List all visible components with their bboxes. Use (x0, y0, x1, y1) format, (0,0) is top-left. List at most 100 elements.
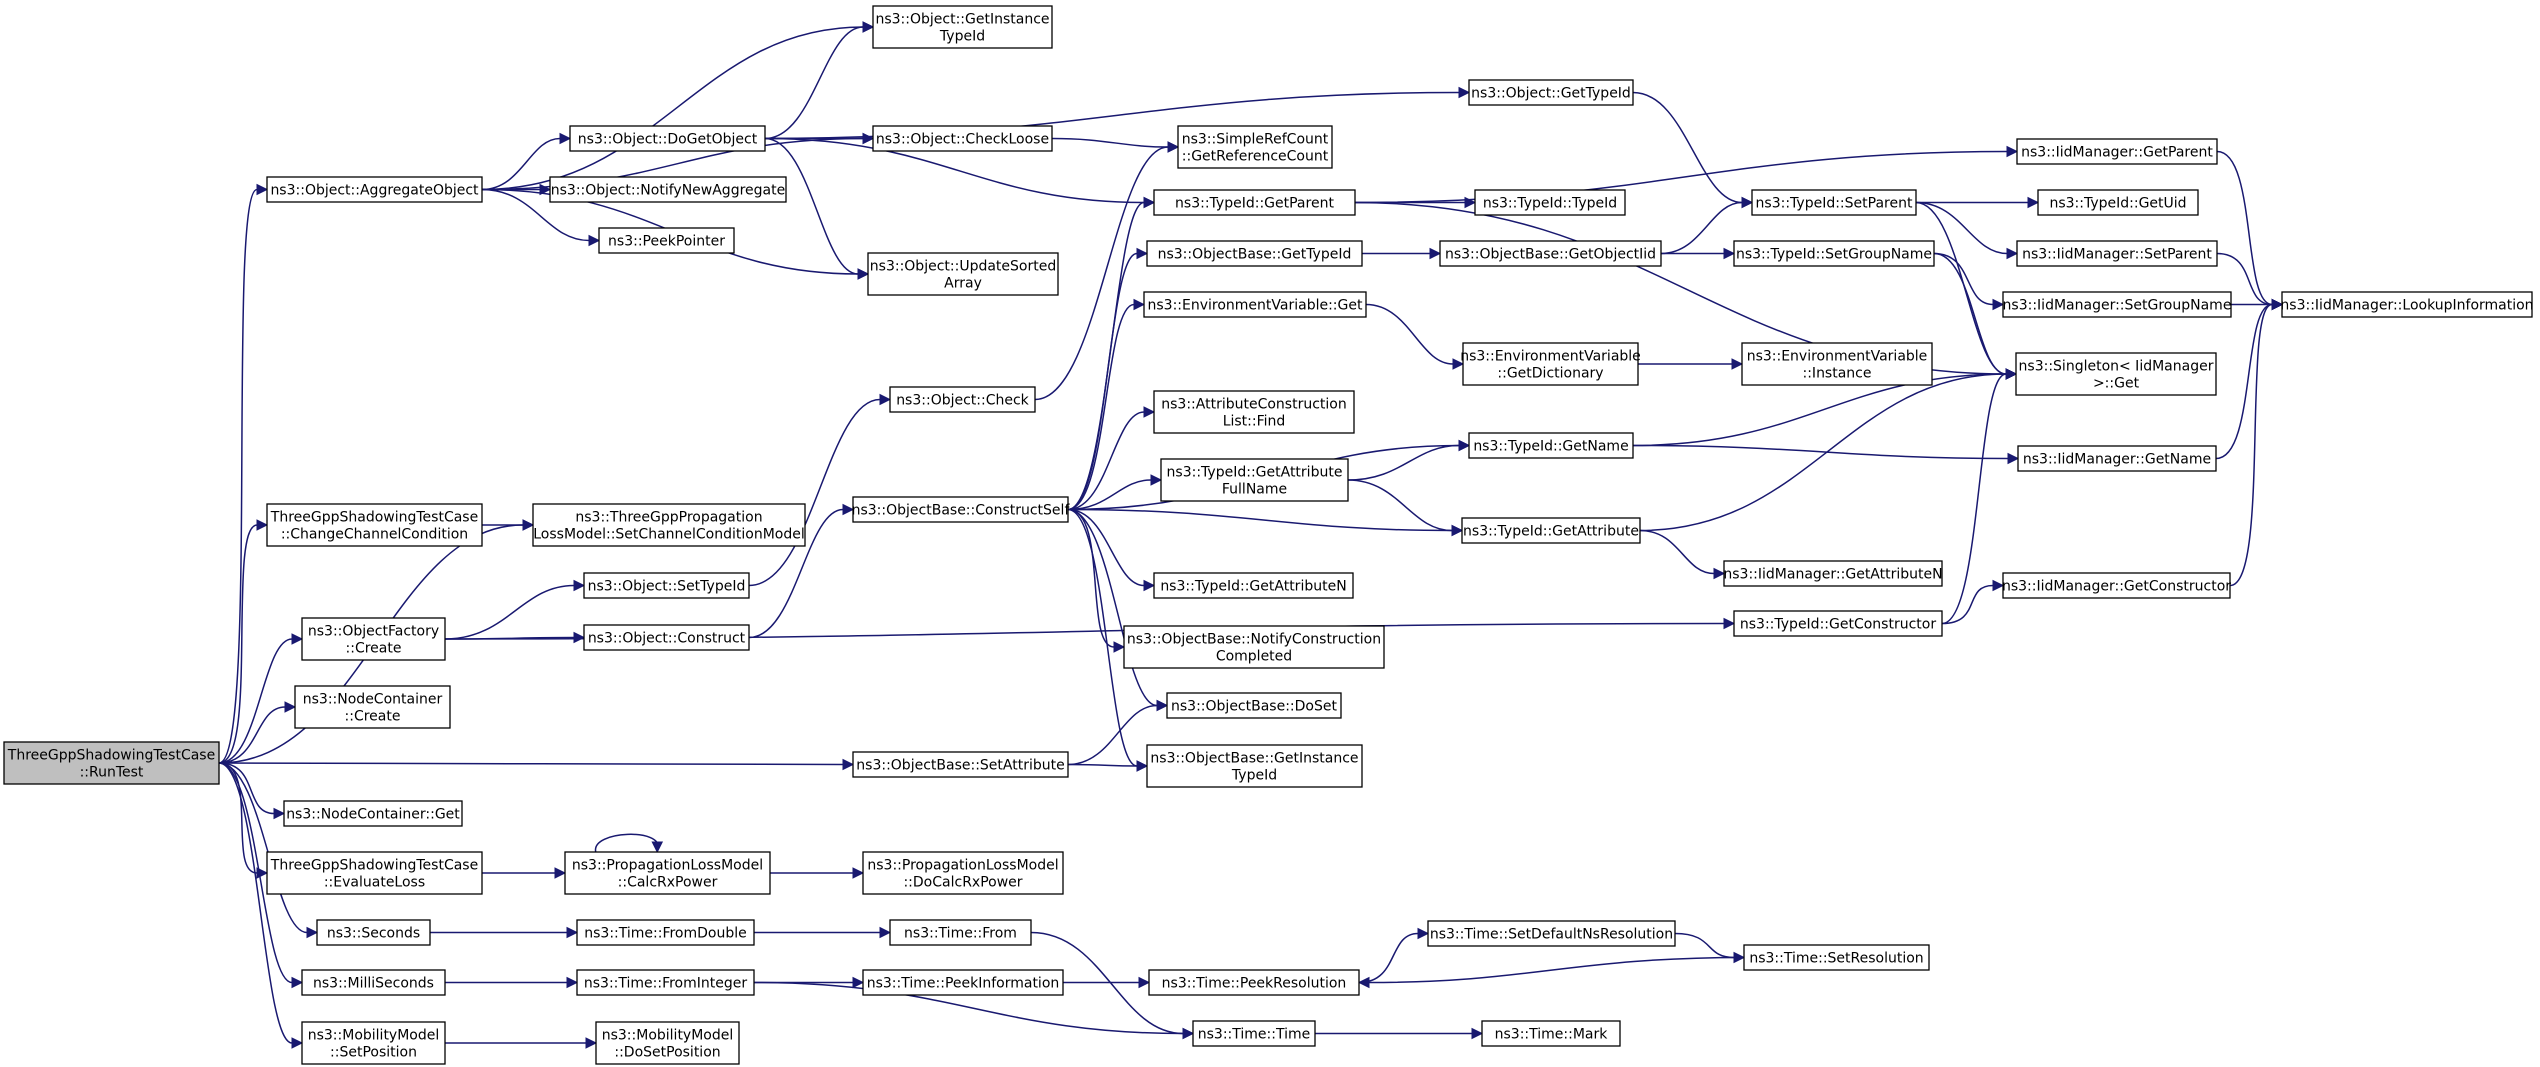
node-label: ns3::Time::From (904, 926, 1017, 942)
edge-arrowhead (1741, 196, 1754, 209)
node-envgetdict[interactable]: ns3::EnvironmentVariable::GetDictionary (1460, 342, 1641, 386)
node-objconstruct[interactable]: ns3::Object::Construct (583, 624, 750, 651)
node-label: ns3::ObjectBase::ConstructSelf (852, 503, 1071, 519)
node-dosetpos[interactable]: ns3::MobilityModel::DoSetPosition (595, 1021, 740, 1065)
edge-arrowhead (2006, 145, 2019, 158)
node-tidtypeid[interactable]: ns3::TypeId::TypeId (1474, 189, 1626, 216)
node-getattrn[interactable]: ns3::TypeId::GetAttributeN (1153, 572, 1354, 599)
node-nodecontcreate[interactable]: ns3::NodeContainer::Create (294, 685, 451, 729)
edge-tidgetparent-to-iidgetparent (1354, 145, 2019, 204)
node-timemark[interactable]: ns3::Time::Mark (1481, 1020, 1621, 1047)
node-checkloose[interactable]: ns3::Object::CheckLoose (872, 125, 1053, 152)
node-label: ns3::MobilityModel (308, 1028, 440, 1044)
node-timetime[interactable]: ns3::Time::Time (1192, 1020, 1316, 1047)
edge-line (218, 188, 258, 764)
node-label: ns3::TypeId::GetAttribute (1167, 465, 1343, 481)
node-iidsetgroup[interactable]: ns3::IidManager::SetGroupName (2002, 291, 2232, 318)
node-simplerefcount[interactable]: ns3::SimpleRefCount::GetReferenceCount (1177, 125, 1333, 169)
node-tidgetattr[interactable]: ns3::TypeId::GetAttribute (1461, 517, 1641, 544)
node-getobjectiid[interactable]: ns3::ObjectBase::GetObjectIid (1439, 240, 1662, 267)
node-envinstance[interactable]: ns3::EnvironmentVariable::Instance (1741, 342, 1933, 386)
node-tidgetname[interactable]: ns3::TypeId::GetName (1468, 432, 1634, 459)
node-tidgetparent[interactable]: ns3::TypeId::GetParent (1153, 189, 1356, 216)
edge-arrowhead (1723, 617, 1736, 630)
edge-constructself-to-getattrn (1067, 508, 1156, 592)
node-box (2002, 572, 2231, 599)
node-peekres[interactable]: ns3::Time::PeekResolution (1148, 969, 1360, 996)
node-milliseconds[interactable]: ns3::MilliSeconds (301, 969, 446, 996)
node-tidgetctor[interactable]: ns3::TypeId::GetConstructor (1733, 610, 1943, 637)
node-constructself[interactable]: ns3::ObjectBase::ConstructSelf (852, 496, 1071, 523)
edge-envget-to-envgetdict (1365, 303, 1465, 370)
node-peekinfo[interactable]: ns3::Time::PeekInformation (862, 969, 1064, 996)
node-nodecontget[interactable]: ns3::NodeContainer::Get (283, 800, 463, 827)
edge-arrowhead (857, 268, 870, 280)
node-iidgetparent[interactable]: ns3::IidManager::GetParent (2016, 138, 2218, 165)
node-iidgetattrn[interactable]: ns3::IidManager::GetAttributeN (1723, 560, 1943, 587)
node-tidsetgroup[interactable]: ns3::TypeId::SetGroupName (1733, 240, 1935, 267)
node-iidgetctor[interactable]: ns3::IidManager::GetConstructor (2002, 572, 2231, 599)
node-setresolution[interactable]: ns3::Time::SetResolution (1743, 944, 1930, 971)
node-dogetobject[interactable]: ns3::Object::DoGetObject (569, 125, 766, 152)
node-label: ns3::TypeId::GetUid (2049, 196, 2186, 212)
node-singletonget[interactable]: ns3::Singleton< IidManager >::Get (2015, 352, 2217, 396)
node-evalloss[interactable]: ThreeGppShadowingTestCase::EvaluateLoss (266, 851, 483, 895)
node-obgettid[interactable]: ns3::ObjectBase::GetTypeId (1146, 240, 1363, 267)
node-setdefaultns[interactable]: ns3::Time::SetDefaultNsResolution (1427, 920, 1676, 947)
node-label: ns3::Object::NotifyNewAggregate (551, 183, 785, 199)
node-peekpointer[interactable]: ns3::PeekPointer (598, 227, 735, 254)
node-label: ns3::Object::DoGetObject (578, 132, 758, 148)
node-label: ns3::NodeContainer (303, 692, 443, 708)
node-box (1160, 458, 1349, 502)
edge-dogetobject-to-objgettid (764, 86, 1471, 140)
node-timefrom[interactable]: ns3::Time::From (889, 919, 1032, 946)
edge-line (218, 762, 308, 934)
edge-objconstruct-to-constructself (748, 503, 855, 639)
edge-line (481, 137, 561, 191)
node-fromdouble[interactable]: ns3::Time::FromDouble (576, 919, 755, 946)
node-box (2002, 291, 2232, 318)
node-seconds[interactable]: ns3::Seconds (316, 919, 431, 946)
node-label: ::ChangeChannelCondition (281, 527, 468, 543)
node-calcrx[interactable]: ns3::PropagationLossModel::CalcRxPower (564, 851, 771, 895)
node-factorycreate[interactable]: ns3::ObjectFactory::Create (301, 617, 446, 661)
node-tidsetparent[interactable]: ns3::TypeId::SetParent (1751, 189, 1917, 216)
node-iidsetparent[interactable]: ns3::IidManager::SetParent (2016, 240, 2218, 267)
node-setattribute[interactable]: ns3::ObjectBase::SetAttribute (852, 751, 1069, 778)
edge-arrowhead (1713, 567, 1726, 580)
edges-layer (218, 21, 2284, 1049)
node-setchanmodel[interactable]: ns3::ThreeGppPropagationLossModel::SetCh… (532, 503, 806, 547)
node-lookupinfo[interactable]: ns3::IidManager::LookupInformation (2280, 291, 2534, 318)
node-box (1143, 291, 1367, 318)
node-aggregate[interactable]: ns3::Object::AggregateObject (266, 176, 483, 203)
node-objgettid[interactable]: ns3::Object::GetTypeId (1468, 79, 1634, 106)
node-label: ns3::ObjectBase::NotifyConstruction (1127, 632, 1381, 648)
node-doset[interactable]: ns3::ObjectBase::DoSet (1166, 692, 1342, 719)
node-box (1468, 432, 1634, 459)
node-label: ns3::Time::PeekResolution (1162, 976, 1347, 992)
node-notifynewagg[interactable]: ns3::Object::NotifyNewAggregate (549, 176, 787, 203)
node-changechan[interactable]: ThreeGppShadowingTestCase::ChangeChannel… (266, 503, 483, 547)
node-runtest[interactable]: ThreeGppShadowingTestCase::RunTest (3, 741, 220, 785)
edge-line (1632, 91, 1743, 204)
node-notifyconst[interactable]: ns3::ObjectBase::NotifyConstructionCompl… (1123, 625, 1385, 669)
edge-arrowhead (1723, 247, 1736, 260)
node-mobsetpos[interactable]: ns3::MobilityModel::SetPosition (301, 1021, 446, 1065)
node-envget[interactable]: ns3::EnvironmentVariable::Get (1143, 291, 1367, 318)
node-box (583, 624, 750, 651)
node-docalcrx[interactable]: ns3::PropagationLossModel::DoCalcRxPower (862, 851, 1064, 895)
node-tidgetuid[interactable]: ns3::TypeId::GetUid (2037, 189, 2199, 216)
node-objcheck[interactable]: ns3::Object::Check (889, 386, 1036, 413)
edge-line (1067, 508, 1453, 532)
edge-runtest-to-mobsetpos (218, 762, 304, 1049)
node-frominteger[interactable]: ns3::Time::FromInteger (576, 969, 755, 996)
edge-line (1368, 956, 1745, 984)
node-settypeid[interactable]: ns3::Object::SetTypeId (583, 572, 750, 599)
node-iidgetname[interactable]: ns3::IidManager::GetName (2017, 445, 2217, 472)
